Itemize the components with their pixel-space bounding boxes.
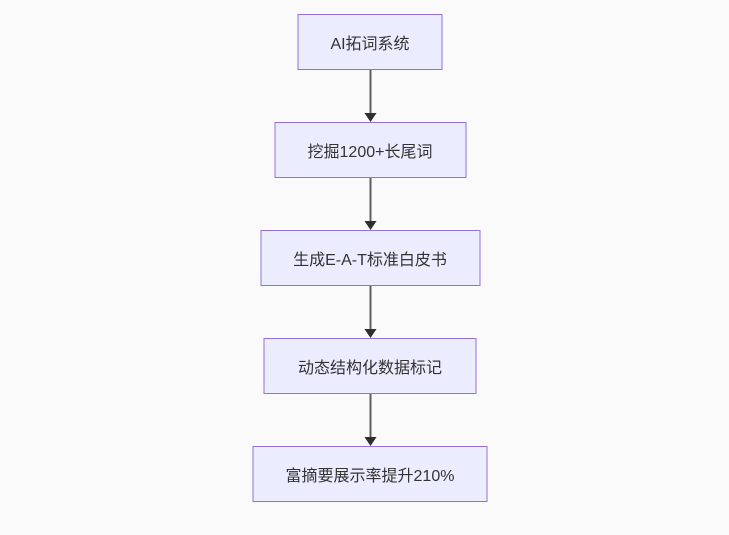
arrow-down-icon: [363, 178, 377, 230]
arrow-line: [369, 70, 371, 113]
flow-node-label: 挖掘1200+长尾词: [307, 144, 433, 161]
arrowhead-icon: [364, 221, 376, 230]
arrow-line: [369, 178, 371, 221]
flow-node-label: 生成E-A-T标准白皮书: [293, 252, 447, 269]
arrow-line: [369, 394, 371, 437]
flow-node-structured-data-markup: 动态结构化数据标记: [263, 338, 477, 394]
flow-node-label: 富摘要展示率提升210%: [285, 468, 455, 485]
arrow-down-icon: [363, 286, 377, 338]
arrow-line: [369, 286, 371, 329]
flow-node-rich-snippet-result: 富摘要展示率提升210%: [252, 446, 488, 502]
flow-node-label: 动态结构化数据标记: [297, 360, 442, 377]
flow-node-label: AI拓词系统: [330, 36, 410, 53]
arrow-down-icon: [363, 394, 377, 446]
flow-node-longtail-mining: 挖掘1200+长尾词: [274, 122, 466, 178]
flow-node-eat-whitepaper: 生成E-A-T标准白皮书: [260, 230, 480, 286]
arrow-down-icon: [363, 70, 377, 122]
flow-node-ai-keyword-system: AI拓词系统: [297, 14, 443, 70]
arrowhead-icon: [364, 329, 376, 338]
flowchart: AI拓词系统 挖掘1200+长尾词 生成E-A-T标准白皮书 动态结构化数据标记…: [252, 14, 488, 502]
arrowhead-icon: [364, 437, 376, 446]
arrowhead-icon: [364, 113, 376, 122]
